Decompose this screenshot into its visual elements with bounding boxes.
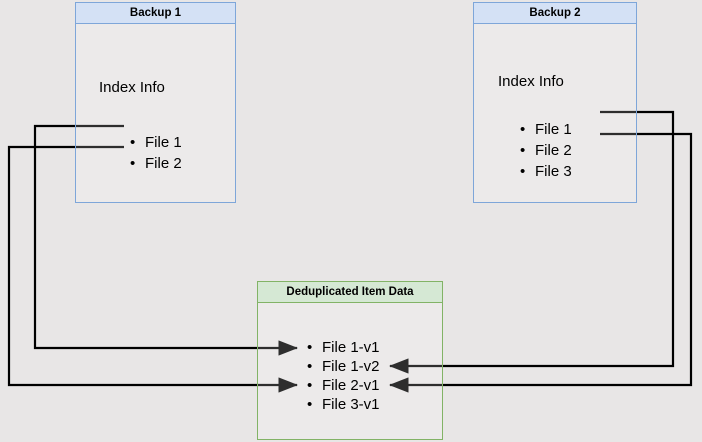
list-item: File 1 (520, 119, 572, 140)
node-backup-1-body: Index Info File 1 File 2 (75, 24, 236, 203)
node-backup-1[interactable]: Backup 1 Index Info File 1 File 2 (75, 2, 236, 203)
list-item: File 1 (130, 132, 182, 153)
list-item: File 3 (520, 161, 572, 182)
list-item: File 1-v2 (307, 357, 380, 376)
backup-1-index-info-label: Index Info (99, 79, 165, 96)
backup-2-index-info-label: Index Info (498, 73, 564, 90)
node-backup-1-title: Backup 1 (75, 2, 236, 24)
node-deduplicated-item-data-title: Deduplicated Item Data (257, 281, 443, 303)
backup-2-file-list: File 1 File 2 File 3 (520, 119, 572, 182)
list-item: File 2 (130, 153, 182, 174)
list-item: File 1-v1 (307, 338, 380, 357)
node-deduplicated-item-data-body: File 1-v1 File 1-v2 File 2-v1 File 3-v1 (257, 303, 443, 440)
dedup-item-list: File 1-v1 File 1-v2 File 2-v1 File 3-v1 (307, 338, 380, 414)
node-backup-2-body: Index Info File 1 File 2 File 3 (473, 24, 637, 203)
list-item: File 2-v1 (307, 376, 380, 395)
list-item: File 2 (520, 140, 572, 161)
node-deduplicated-item-data[interactable]: Deduplicated Item Data File 1-v1 File 1-… (257, 281, 443, 440)
node-backup-2[interactable]: Backup 2 Index Info File 1 File 2 File 3 (473, 2, 637, 203)
node-backup-2-title: Backup 2 (473, 2, 637, 24)
list-item: File 3-v1 (307, 395, 380, 414)
backup-1-file-list: File 1 File 2 (130, 132, 182, 174)
